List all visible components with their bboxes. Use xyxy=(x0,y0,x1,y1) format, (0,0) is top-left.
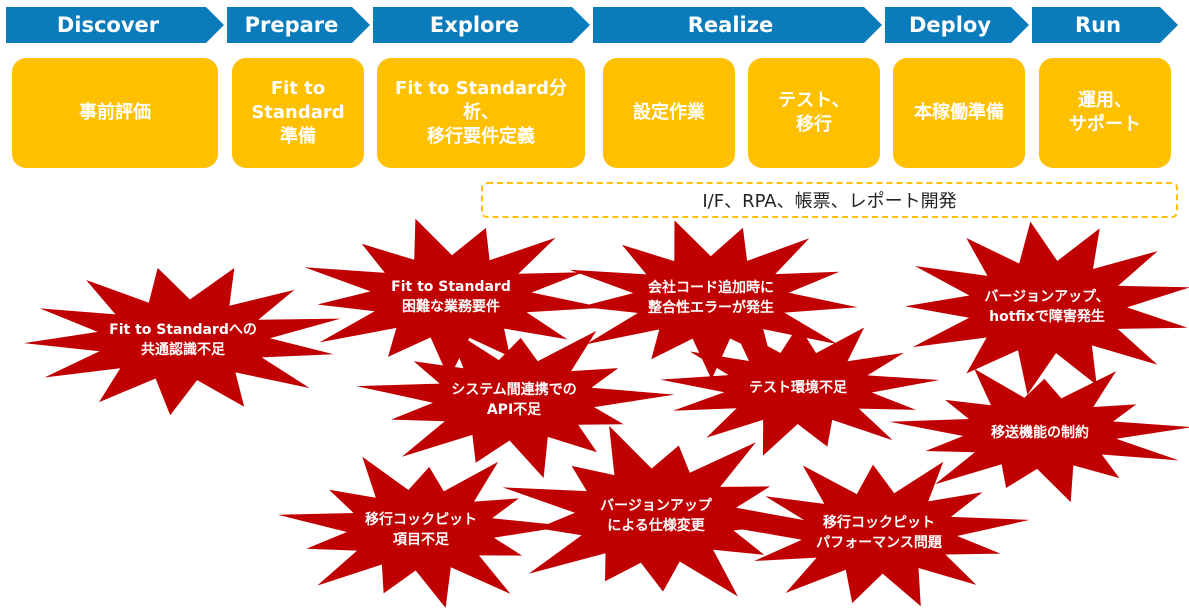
burst-cockpit-items xyxy=(277,456,568,608)
issue-label-version-hotfix: バージョンアップ、 hotfixで障害発生 xyxy=(984,289,1110,325)
task-test-migration: テスト、 移行 xyxy=(748,58,880,168)
burst-version-spec-change xyxy=(502,425,817,597)
burst-transport-limit xyxy=(889,368,1189,503)
issue-label-cockpit-performance: 移行コックピット パフォーマンス問題 xyxy=(816,515,942,551)
phase-explore: Explore xyxy=(373,7,590,43)
issue-label-fts-awareness: Fit to Standardへの 共通認識不足 xyxy=(109,322,257,358)
issue-label-cockpit-items: 移行コックピット 項目不足 xyxy=(365,512,477,548)
phase-realize: Realize xyxy=(593,7,882,43)
phase-prepare: Prepare xyxy=(227,7,370,43)
task-operation-support: 運用、 サポート xyxy=(1039,58,1171,168)
burst-version-hotfix xyxy=(905,221,1189,395)
phase-deploy: Deploy xyxy=(885,7,1029,43)
issue-label-api-shortage: システム間連携での API不足 xyxy=(451,382,577,418)
task-go-live-prep: 本稼働準備 xyxy=(893,58,1025,168)
issue-label-version-spec-change: バージョンアップ による仕様変更 xyxy=(600,498,712,534)
issue-label-fts-requirements: Fit to Standard 困難な業務要件 xyxy=(391,279,511,315)
task-fit-to-standard-analysis: Fit to Standard分析、 移行要件定義 xyxy=(377,58,585,168)
burst-test-env xyxy=(660,325,940,456)
task-fit-to-standard-prep: Fit to Standard 準備 xyxy=(232,58,364,168)
development-box: I/F、RPA、帳票、レポート開発 xyxy=(481,182,1178,218)
burst-cockpit-performance xyxy=(729,461,1030,607)
burst-company-code-error xyxy=(569,220,858,380)
burst-fts-requirements xyxy=(304,218,604,379)
issue-label-test-env: テスト環境不足 xyxy=(749,380,847,396)
issue-label-transport-limit: 移送機能の制約 xyxy=(991,425,1089,441)
burst-fts-awareness xyxy=(23,267,341,416)
phase-run: Run xyxy=(1032,7,1178,43)
issue-label-company-code-error: 会社コード追加時に 整合性エラーが発生 xyxy=(648,280,774,316)
phase-discover: Discover xyxy=(6,7,224,43)
task-configuration: 設定作業 xyxy=(603,58,735,168)
task-pre-assessment: 事前評価 xyxy=(12,58,218,168)
burst-api-shortage xyxy=(356,327,675,478)
